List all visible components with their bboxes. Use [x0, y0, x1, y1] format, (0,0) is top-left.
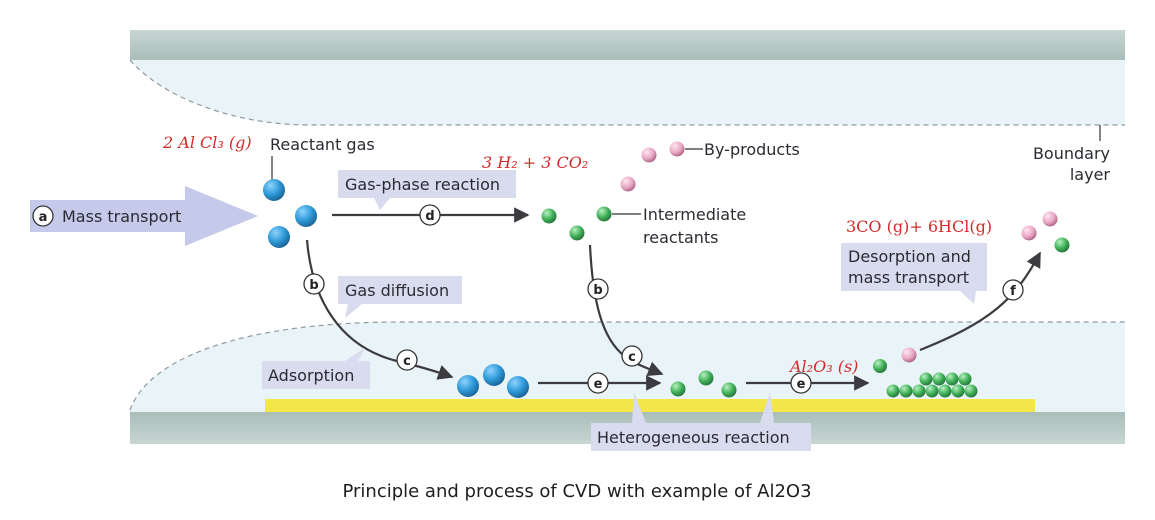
- step-e-label: e: [594, 377, 603, 392]
- blue-molecule: [268, 226, 290, 248]
- figure-caption: Principle and process of CVD with exampl…: [342, 481, 811, 502]
- desorption-label-line1: Desorption and: [848, 247, 971, 266]
- step-b-label: b: [309, 278, 318, 293]
- pink-molecule: [669, 141, 685, 157]
- tube-wall-top: [130, 30, 1125, 60]
- boundary-label-line2: layer: [1070, 165, 1111, 184]
- pink-molecule: [620, 176, 636, 192]
- step-c-label: c: [403, 354, 411, 369]
- step-d-marker: [419, 204, 441, 226]
- intermediate-label-line1: Intermediate: [643, 205, 746, 224]
- by-products-label: By-products: [704, 140, 800, 159]
- green-molecule: [596, 206, 612, 222]
- arrow-f: [919, 251, 1041, 352]
- intermediate-label-line2: reactants: [643, 228, 719, 247]
- blue-molecule: [263, 179, 285, 201]
- pink-molecule: [641, 147, 657, 163]
- green-molecule: [1054, 237, 1070, 253]
- boundary-layer-bottom: [130, 322, 1125, 412]
- reactant-chemistry: 2 Al Cl₃ (g): [162, 133, 252, 152]
- adsorption-label-pointer: [345, 348, 365, 361]
- boundary-label-line1: Boundary: [1033, 144, 1110, 163]
- step-e-label-2: e: [797, 377, 806, 392]
- adsorption-label: Adsorption: [268, 366, 354, 385]
- step-f-marker: [1002, 279, 1024, 301]
- green-molecule: [541, 208, 557, 224]
- step-a-label: a: [39, 210, 48, 225]
- boundary-layer-top: [130, 60, 1125, 125]
- gas-phase-label-box: [338, 170, 516, 198]
- deposited-film: [886, 372, 978, 398]
- byproducts-chemistry: 3CO (g)+ 6HCl(g): [846, 217, 992, 236]
- step-c-marker: [621, 345, 643, 367]
- mass-transport-label: Mass transport: [62, 207, 181, 226]
- heterogeneous-label-box: [591, 423, 811, 451]
- reactant-gas-label: Reactant gas: [270, 135, 375, 154]
- boundary-layer-bottom-edge: [129, 321, 1125, 411]
- blue-molecule: [457, 375, 479, 397]
- step-d-label: d: [425, 209, 434, 224]
- step-c-label-2: c: [628, 350, 636, 365]
- desorption-label-pointer: [960, 291, 976, 304]
- pink-molecule: [1042, 211, 1058, 227]
- substrate: [265, 399, 1035, 412]
- boundary-layer-top-edge: [129, 59, 1125, 126]
- green-molecule: [569, 225, 585, 241]
- step-a-marker: [32, 205, 54, 227]
- green-molecule: [698, 370, 714, 386]
- blue-molecule: [507, 376, 529, 398]
- mass-transport-arrow: [30, 186, 258, 246]
- blue-molecule: [483, 364, 505, 386]
- gas-diffusion-label-pointer: [345, 304, 362, 318]
- step-c-marker: [396, 349, 418, 371]
- step-e-marker: [790, 372, 812, 394]
- pink-molecule: [1021, 225, 1037, 241]
- heterogeneous-label-pointer-left: [632, 392, 646, 423]
- product-chemistry: Al₂O₃ (s): [788, 357, 858, 376]
- gas-diffusion-label-box: [338, 276, 462, 304]
- heterogeneous-label-pointer-right: [760, 392, 774, 423]
- pink-molecule: [901, 347, 917, 363]
- heterogeneous-reaction-label: Heterogeneous reaction: [597, 428, 790, 447]
- blue-molecule: [295, 205, 317, 227]
- gas-diffusion-label: Gas diffusion: [345, 281, 449, 300]
- desorption-label-box: [841, 243, 987, 291]
- intermediate-chemistry: 3 H₂ + 3 CO₂: [482, 153, 588, 172]
- step-e-marker: [587, 372, 609, 394]
- gas-phase-reaction-label: Gas-phase reaction: [345, 175, 500, 194]
- adsorption-label-box: [262, 361, 370, 389]
- green-molecule: [721, 382, 737, 398]
- green-molecule: [670, 381, 686, 397]
- step-b-label-2: b: [593, 283, 602, 298]
- step-b-marker: [587, 278, 609, 300]
- green-molecule: [873, 359, 887, 373]
- step-f-label: f: [1010, 284, 1016, 299]
- desorption-label-line2: mass transport: [848, 268, 969, 287]
- step-b-marker: [303, 273, 325, 295]
- gas-phase-label-pointer: [374, 198, 390, 210]
